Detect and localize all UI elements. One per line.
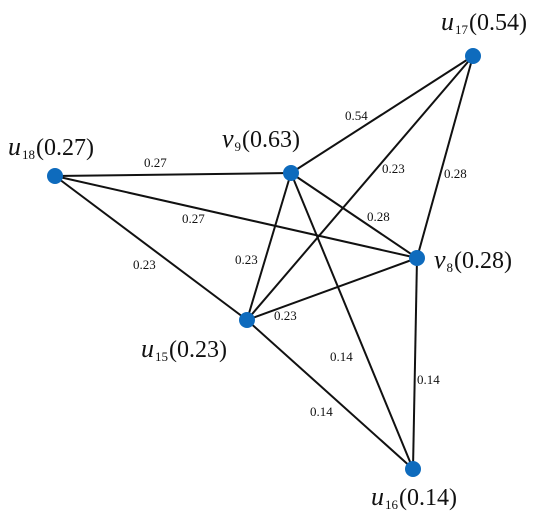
node-labels: u18(0.27) v9(0.63) u17(0.54) v8(0.28) u1… [8, 7, 527, 512]
edge-label-v8-u16: 0.14 [417, 372, 440, 387]
node-name-u16: u [371, 482, 384, 511]
node-label-v8: v8(0.28) [434, 245, 512, 275]
node-value-u18: (0.27) [36, 135, 94, 161]
edge-label-u18-v8: 0.27 [182, 211, 205, 226]
node-sub-v9: 9 [235, 139, 242, 154]
edge-v9-u15 [246, 172, 292, 321]
edge-label-u18-v9: 0.27 [144, 155, 167, 170]
edge-v9-u16 [290, 172, 414, 470]
edge-u15-u16 [246, 319, 414, 470]
edge-label-u15-u16: 0.14 [310, 404, 333, 419]
edge-v8-u16 [412, 257, 418, 470]
node-value-u17: (0.54) [469, 10, 527, 36]
edge-v9-u17 [290, 55, 474, 174]
edge-u18-u15 [54, 175, 248, 321]
node-u16 [405, 461, 421, 477]
node-name-u15: u [141, 334, 154, 363]
node-name-u18: u [8, 132, 21, 161]
node-sub-u15: 15 [155, 349, 168, 364]
node-sub-v8: 8 [447, 260, 454, 275]
edge-u18-v9 [54, 172, 292, 177]
node-label-u17: u17(0.54) [441, 7, 527, 37]
node-label-u15: u15(0.23) [141, 334, 227, 364]
node-value-u15: (0.23) [169, 337, 227, 363]
node-v8 [409, 250, 425, 266]
edge-u17-v8 [416, 55, 474, 259]
edge-label-v9-v8: 0.28 [367, 209, 390, 224]
node-u15 [239, 312, 255, 328]
node-sub-u17: 17 [455, 22, 469, 37]
node-label-u16: u16(0.14) [371, 482, 457, 512]
node-value-v9: (0.63) [242, 127, 300, 153]
node-sub-u18: 18 [22, 147, 35, 162]
edge-label-v8-u15: 0.23 [274, 308, 297, 323]
edge-v9-v8 [290, 172, 418, 259]
edge-u18-v8 [54, 175, 418, 259]
edge-label-u18-u15: 0.23 [133, 257, 156, 272]
node-value-u16: (0.14) [399, 485, 457, 511]
edge-label-v9-u16: 0.14 [330, 349, 353, 364]
node-sub-u16: 16 [385, 497, 399, 512]
node-label-u18: u18(0.27) [8, 132, 94, 162]
edge-label-u17-u15: 0.23 [382, 161, 405, 176]
edge-label-v9-u17: 0.54 [345, 108, 368, 123]
node-value-v8: (0.28) [454, 248, 512, 274]
node-u17 [465, 48, 481, 64]
node-name-u17: u [441, 7, 454, 36]
edges [54, 55, 474, 470]
edge-v8-u15 [246, 257, 418, 321]
node-label-v9: v9(0.63) [222, 124, 300, 154]
edge-labels: 0.27 0.27 0.23 0.54 0.28 0.23 0.14 0.28 … [133, 108, 467, 419]
edge-label-v9-u15: 0.23 [235, 252, 258, 267]
node-name-v8: v [434, 245, 446, 274]
edge-label-u17-v8: 0.28 [444, 166, 467, 181]
node-v9 [283, 165, 299, 181]
edge-u17-u15 [246, 55, 474, 321]
nodes [47, 48, 481, 477]
node-name-v9: v [222, 124, 234, 153]
node-u18 [47, 168, 63, 184]
